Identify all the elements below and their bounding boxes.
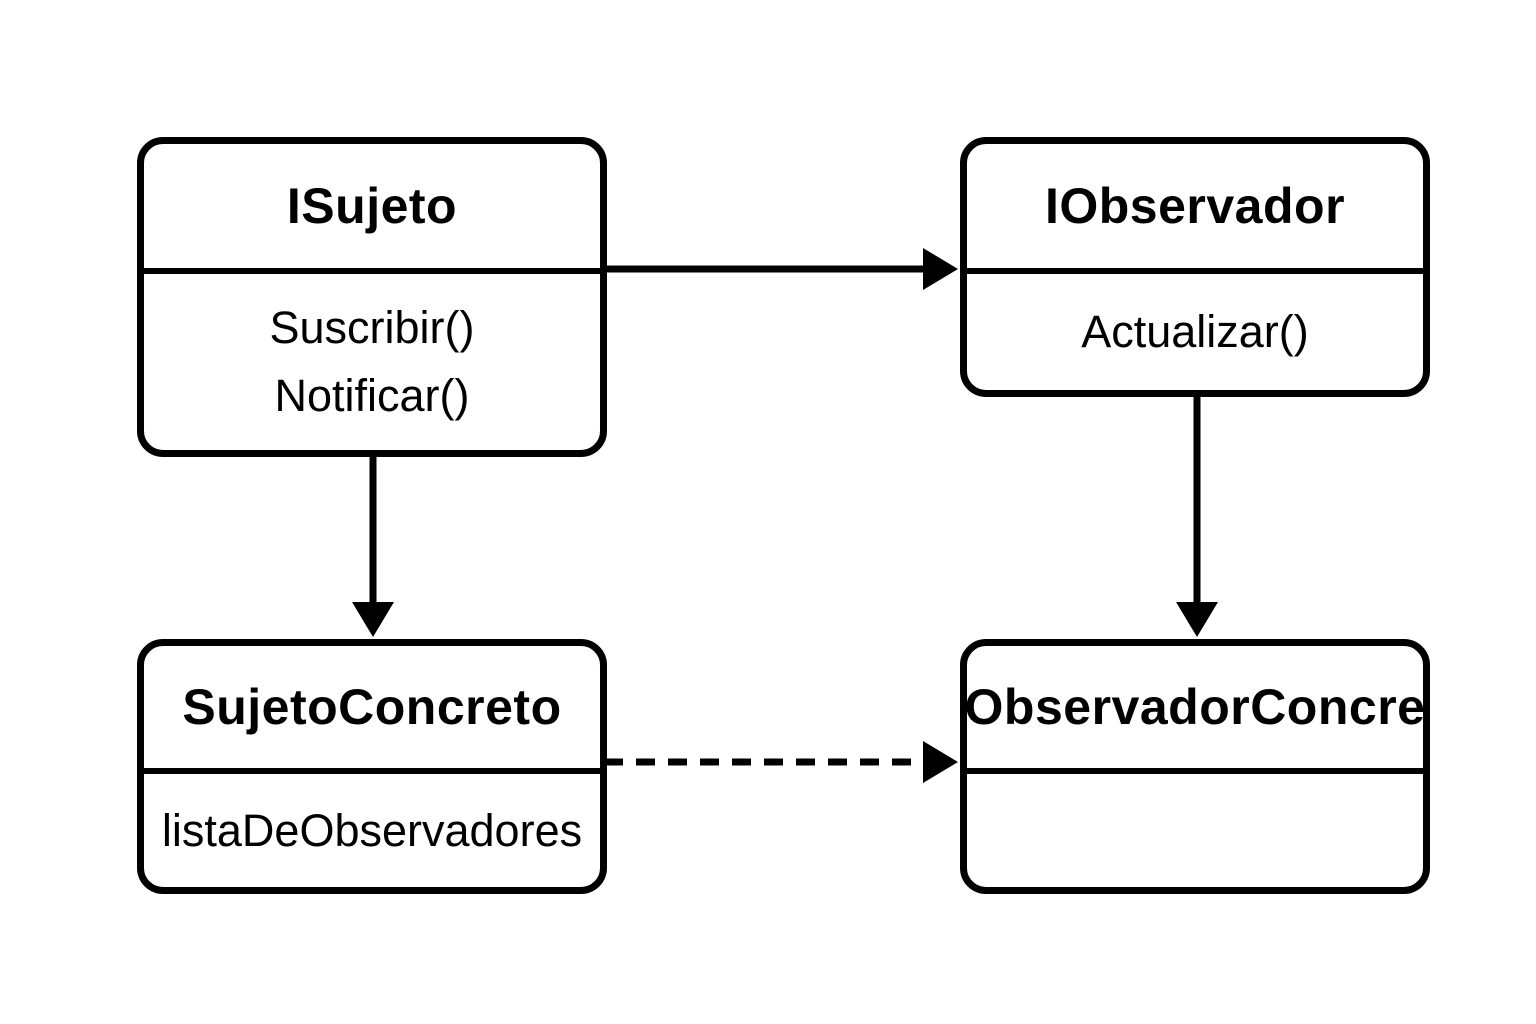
class-members-empty	[967, 774, 1423, 887]
member-label: Notificar()	[274, 370, 470, 421]
arrow-sujetoconcreto-to-observadorconcreto	[604, 741, 958, 783]
class-members: Actualizar()	[967, 274, 1423, 390]
member-label: Actualizar()	[1081, 306, 1309, 357]
arrow-isujeto-to-sujetoconcreto	[352, 453, 394, 637]
class-box-observadorconcreto: ObservadorConcre	[960, 639, 1430, 894]
class-box-isujeto: ISujeto Suscribir() Notificar()	[137, 137, 607, 457]
class-members: Suscribir() Notificar()	[144, 274, 600, 450]
class-title: ISujeto	[144, 144, 600, 274]
member-label: listaDeObservadores	[161, 804, 583, 856]
arrow-isujeto-to-iobservador	[604, 248, 958, 290]
arrow-iobservador-to-observadorconcreto	[1176, 393, 1218, 637]
class-title: IObservador	[967, 144, 1423, 274]
class-title: SujetoConcreto	[144, 646, 600, 774]
class-box-sujetoconcreto: SujetoConcreto listaDeObservadores	[137, 639, 607, 894]
member-label: Suscribir()	[269, 302, 475, 353]
class-box-iobservador: IObservador Actualizar()	[960, 137, 1430, 397]
class-title: ObservadorConcre	[967, 646, 1423, 774]
class-members: listaDeObservadores	[144, 774, 600, 887]
